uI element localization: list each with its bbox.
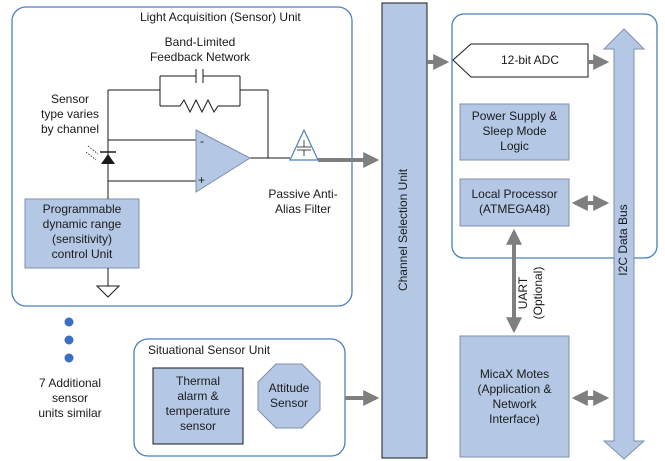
ellipsis-dots (64, 317, 74, 363)
circuit-wiring (107, 69, 290, 286)
i2c-bus-label: I2C Data Bus (616, 204, 630, 276)
situational-title: Situational Sensor Unit (148, 343, 271, 357)
adc-label: 12-bit ADC (500, 53, 560, 67)
capacitor-icon (297, 140, 311, 156)
additional-units-note: 7 Additional sensor units similar (38, 376, 102, 420)
signal-arrows (318, 54, 610, 406)
ground-icon (95, 285, 121, 298)
uart-label: UART (Optional) (516, 266, 545, 320)
local-processor-block (459, 178, 570, 227)
attitude-sensor-block (257, 363, 321, 429)
op-amp (195, 129, 252, 193)
power-supply-block (459, 103, 570, 161)
channel-selection-label: Channel Selection Unit (396, 168, 410, 292)
photodiode-icon (85, 145, 116, 164)
channel-selection-unit (381, 2, 428, 459)
attitude-label: Attitude Sensor (268, 381, 310, 410)
thermal-sensor-block (152, 367, 244, 445)
thermal-label: Thermal alarm & temperature sensor (165, 374, 231, 433)
opamp-minus-label: - (200, 134, 204, 148)
opamp-plus-label: + (198, 173, 206, 187)
power-supply-label: Power Supply & Sleep Mode Logic (471, 109, 558, 153)
light-acquisition-title: Light Acquisition (Sensor) Unit (140, 10, 301, 24)
filter-label: Passive Anti- Alias Filter (268, 187, 338, 216)
i2c-data-bus-arrow (602, 28, 646, 460)
feedback-network-label: Band-Limited Feedback Network (149, 35, 251, 64)
programmable-range-label: Programmable dynamic range (sensitivity)… (42, 202, 122, 261)
micax-motes-block (459, 335, 570, 458)
sensor-note: Sensor type varies by channel (40, 92, 100, 136)
programmable-range-block (24, 198, 140, 269)
micax-label: MicaX Motes (Application & Network Inter… (477, 367, 552, 426)
local-processor-label: Local Processor (ATMEGA48) (471, 187, 558, 216)
